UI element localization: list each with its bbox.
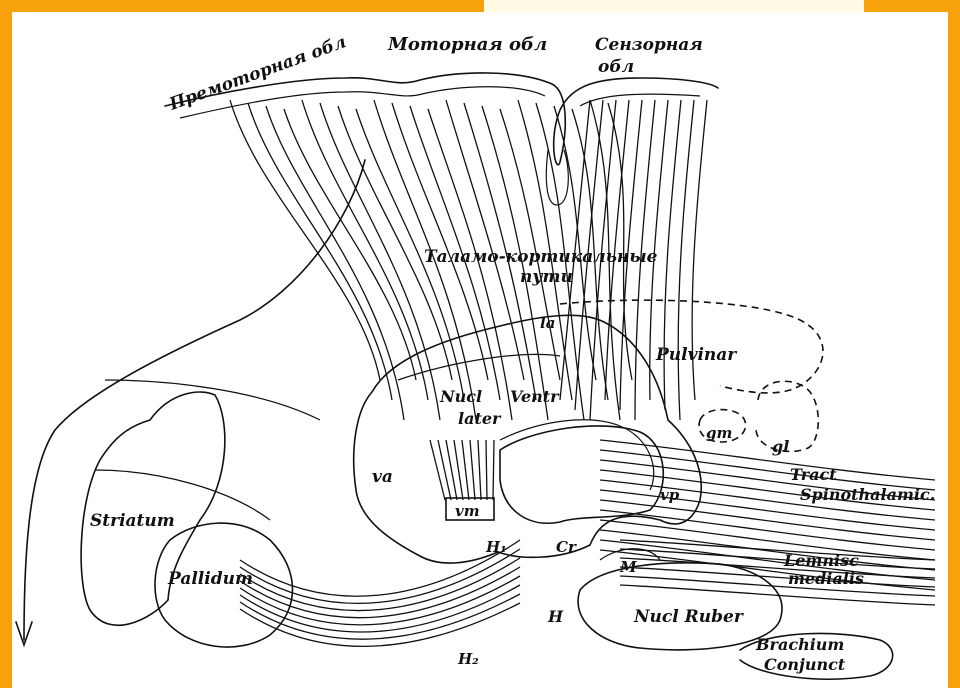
- descending-fiber: [24, 160, 365, 640]
- label-pallidum: Pallidum: [167, 569, 253, 589]
- label-spinothalamic: Spinothalamic.: [800, 485, 935, 504]
- fiber-stroke: [600, 500, 935, 540]
- fiber-stroke: [462, 440, 469, 500]
- fiber-stroke: [600, 440, 935, 480]
- label-h1: H₁: [485, 538, 507, 556]
- fiber-stroke: [266, 106, 404, 420]
- ventral-nucleus: [398, 354, 654, 490]
- label-la: la: [540, 314, 555, 332]
- fiber-stroke: [430, 440, 445, 500]
- label-medialis: medialis: [788, 569, 864, 588]
- label-tract: Tract: [790, 465, 837, 484]
- fiber-stroke: [284, 109, 416, 380]
- label-pathways-1: Таламо-кортикальные: [424, 247, 658, 267]
- label-motor: Моторная обл: [387, 34, 547, 55]
- fiber-stroke: [620, 540, 935, 560]
- fiber-stroke: [500, 109, 560, 380]
- label-gm: gm: [706, 424, 732, 442]
- fiber-stroke: [470, 440, 475, 500]
- cortex-inner: [180, 87, 700, 118]
- label-striatum: Striatum: [90, 511, 175, 531]
- label-sensory-2: обл: [598, 57, 634, 77]
- fiber-stroke: [600, 520, 935, 560]
- label-h: H: [547, 607, 564, 626]
- label-h2: H₂: [457, 650, 479, 668]
- striatum-outline: [81, 392, 225, 625]
- fiber-stroke: [438, 440, 451, 500]
- label-cr: Cr: [556, 538, 577, 556]
- fiber-stroke: [486, 440, 487, 500]
- label-vp: vp: [660, 486, 680, 504]
- fiber-stroke: [240, 585, 520, 632]
- label-lemnisc: Lemnisc: [783, 551, 859, 570]
- label-ventr: Ventr: [510, 387, 560, 406]
- label-gl: gl: [772, 437, 789, 456]
- internal-capsule: [95, 380, 320, 520]
- fiber-stroke: [620, 567, 935, 587]
- label-vm: vm: [455, 502, 480, 520]
- fiber-stroke: [493, 440, 494, 500]
- fiber-stroke: [600, 510, 935, 550]
- label-premotor: Премоторная обл: [166, 32, 349, 115]
- label-brachium: Brachium: [755, 635, 844, 654]
- label-sensory-1: Сензорная: [595, 35, 703, 55]
- label-conjunct: Conjunct: [764, 655, 846, 674]
- fiber-stroke: [678, 100, 694, 420]
- label-later: later: [458, 409, 502, 428]
- label-pathways-2: пути: [520, 267, 573, 287]
- label-m: M: [619, 558, 637, 576]
- label-pulvinar: Pulvinar: [655, 345, 737, 365]
- label-nucl: Nucl: [439, 387, 482, 406]
- fiber-stroke: [478, 440, 481, 500]
- fiber-stroke: [230, 100, 380, 380]
- label-va: va: [372, 467, 393, 487]
- label-nucl-ruber: Nucl Ruber: [633, 607, 744, 627]
- fiber-stroke: [240, 540, 520, 596]
- fiber-stroke: [620, 585, 935, 605]
- fiber-stroke: [620, 558, 935, 578]
